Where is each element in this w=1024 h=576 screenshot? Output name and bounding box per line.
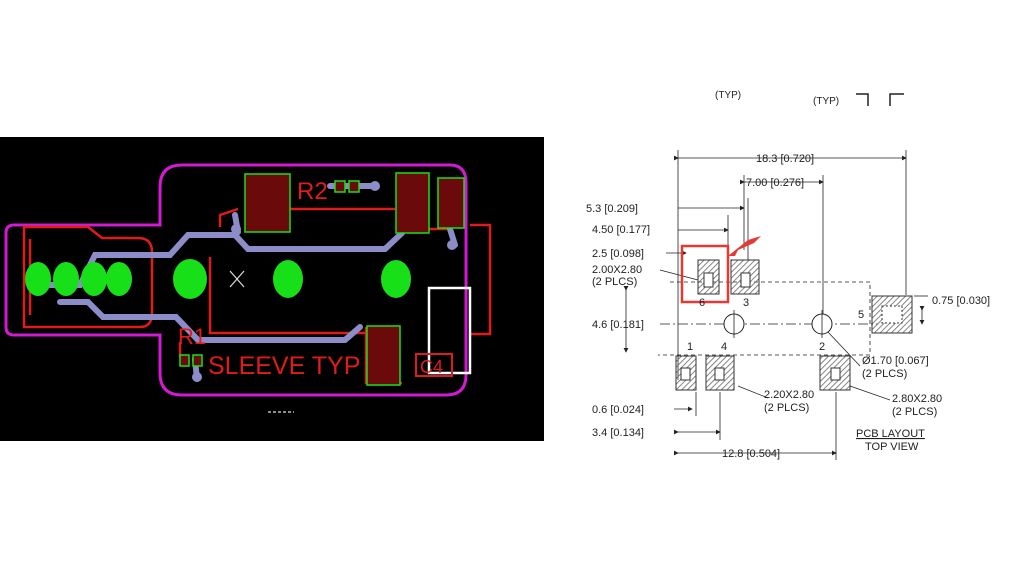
board-outline bbox=[4, 163, 468, 397]
layout-subtitle: TOP VIEW bbox=[865, 441, 919, 453]
hole-right bbox=[811, 310, 833, 338]
dim-3-4: 3.4 [0.134] bbox=[592, 427, 644, 439]
highlight-box bbox=[427, 286, 472, 375]
plcs-b: (2 PLCS) bbox=[862, 368, 907, 380]
sleeve-label: SLEEVE TYP bbox=[208, 352, 360, 380]
pad-2 bbox=[819, 355, 851, 391]
hole-dim: Ø1.70 [0.067] bbox=[862, 355, 929, 367]
dim-5-3: 5.3 [0.209] bbox=[586, 203, 638, 215]
pin-6-label: 6 bbox=[699, 297, 705, 309]
r1-label: R1 bbox=[178, 324, 206, 349]
pad-5 bbox=[871, 295, 913, 334]
extension-lines bbox=[677, 150, 907, 380]
round-pads bbox=[25, 259, 411, 299]
pad-220x280: 2.20X2.80 bbox=[764, 389, 814, 401]
pin-5-label: 5 bbox=[858, 309, 864, 321]
leader-200x280 bbox=[659, 269, 699, 281]
dim-4-50: 4.50 [0.177] bbox=[592, 224, 650, 236]
datasheet-drawing: (TYP) (TYP) 18.3 [0.720] 7.00 [0.276] 5.… bbox=[578, 80, 990, 470]
leader-220x280 bbox=[737, 385, 769, 399]
pin-1-label: 1 bbox=[687, 341, 693, 353]
pcb-layout-view: R2 R1 SLEEVE TYP C4 bbox=[0, 137, 544, 441]
pad-3 bbox=[730, 259, 760, 295]
callout-arrow-icon bbox=[728, 236, 761, 256]
dim-12-8: 12.8 [0.504] bbox=[722, 448, 780, 460]
smd-pads bbox=[244, 172, 465, 386]
dim-0-75: 0.75 [0.030] bbox=[932, 295, 990, 307]
pad-6-highlight bbox=[680, 244, 730, 304]
hole-left bbox=[723, 310, 745, 338]
drawing-canvas: (TYP) (TYP) 18.3 [0.720] 7.00 [0.276] 5.… bbox=[586, 90, 990, 460]
top-typ-right: (TYP) bbox=[813, 96, 839, 107]
top-fragments bbox=[856, 93, 904, 106]
body-outline bbox=[658, 281, 871, 356]
pad-1 bbox=[675, 355, 697, 391]
pin-3-label: 3 bbox=[743, 297, 749, 309]
layout-title: PCB LAYOUT bbox=[856, 428, 925, 440]
hole-leader bbox=[827, 331, 861, 367]
pad-200x280: 2.00X2.80 bbox=[592, 264, 642, 276]
dim-pin-spacing: 7.00 [0.276] bbox=[746, 177, 804, 189]
top-typ-left: (TYP) bbox=[715, 90, 741, 101]
plcs-a: (2 PLCS) bbox=[592, 276, 637, 288]
c4-label: C4 bbox=[420, 357, 443, 377]
c4-outline bbox=[415, 353, 453, 377]
r2-label: R2 bbox=[297, 178, 328, 205]
leader-280x280 bbox=[849, 385, 891, 401]
vias bbox=[192, 181, 457, 382]
dim-2-5: 2.5 [0.098] bbox=[592, 248, 644, 260]
plcs-c: (2 PLCS) bbox=[764, 402, 809, 414]
pin-2-label: 2 bbox=[819, 341, 825, 353]
dim-0-6: 0.6 [0.024] bbox=[592, 404, 644, 416]
dim-4-6: 4.6 [0.181] bbox=[592, 319, 644, 331]
pad-6 bbox=[697, 259, 720, 295]
plcs-d: (2 PLCS) bbox=[892, 406, 937, 418]
pcb-canvas: R2 R1 SLEEVE TYP C4 bbox=[4, 163, 492, 413]
dim-overall-width: 18.3 [0.720] bbox=[756, 153, 814, 165]
pin-4-label: 4 bbox=[721, 341, 727, 353]
center-marker bbox=[229, 270, 245, 288]
pad-4 bbox=[705, 355, 735, 391]
pad-280x280: 2.80X2.80 bbox=[892, 393, 942, 405]
resistor-pads bbox=[179, 180, 360, 367]
